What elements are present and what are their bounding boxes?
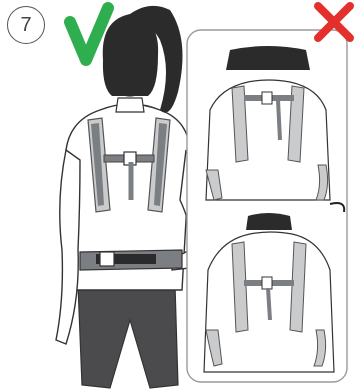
incorrect-fit-panel (187, 30, 347, 382)
correct-fit-figure (56, 6, 207, 388)
check-mark-icon (70, 8, 108, 60)
